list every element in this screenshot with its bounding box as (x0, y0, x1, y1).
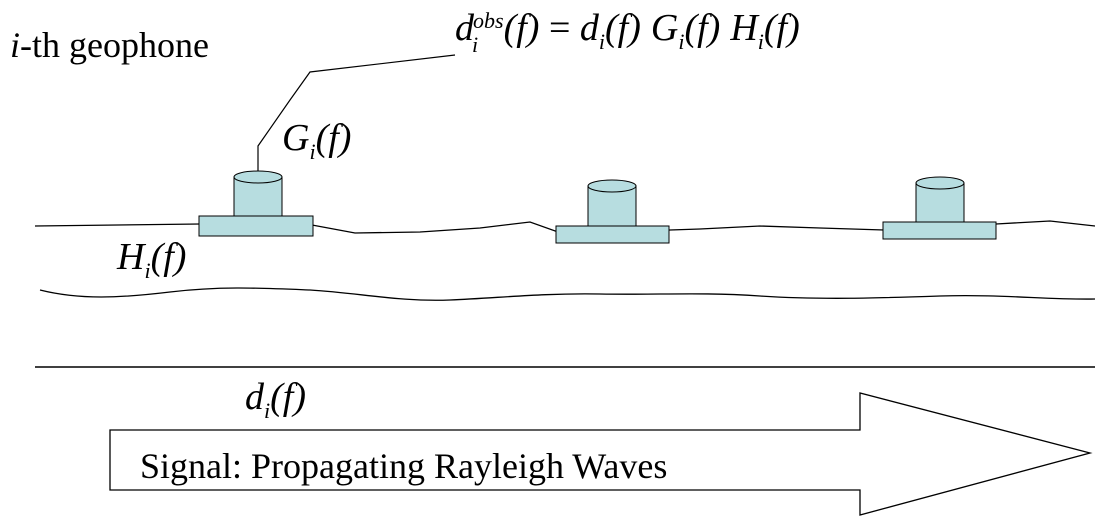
transducer-response-label: Gi(f) (282, 117, 351, 164)
h-label-sub: i (144, 258, 150, 283)
eq-lhs-base: d (455, 7, 475, 49)
eq-lhs-arg: (f) (504, 7, 540, 49)
eq-g-sub: i (678, 29, 684, 54)
g-label-sub: i (309, 139, 315, 164)
geophone-1 (198, 170, 314, 237)
observation-equation: dobs(f) = di(f)Gi(f)Hi(f) (455, 7, 800, 54)
geophone-cylinder-body (915, 183, 965, 223)
eq-h-arg: (f) (764, 7, 800, 49)
geophone-3 (882, 176, 997, 240)
subsurface-layer-line (39, 287, 1095, 301)
g-label-base: G (282, 117, 309, 159)
geophone-cylinder-body (233, 177, 283, 217)
eq-d-base: d (580, 7, 600, 49)
h-label-base: H (116, 236, 147, 278)
g-label-arg: (f) (316, 117, 352, 159)
geophone-base-plate (198, 215, 314, 237)
signal-arrow (109, 392, 1093, 516)
d-label-base: d (245, 376, 265, 418)
geophone-leader-line (257, 54, 456, 172)
geophone-cylinder-body (587, 186, 637, 227)
coupling-response-label: Hi(f) (116, 236, 186, 283)
d-label-arg: (f) (270, 376, 306, 418)
geophone-caption: i-th geophone (10, 25, 209, 65)
signal-spectrum-label: di(f) (245, 376, 306, 423)
eq-d-sub: i (599, 29, 605, 54)
eq-lhs-sub: i (472, 32, 478, 57)
h-label-arg: (f) (151, 236, 187, 278)
eq-h-base: H (729, 7, 760, 49)
geophone-caption-suffix: -th geophone (20, 25, 209, 65)
eq-d-arg: (f) (605, 7, 641, 49)
eq-g-arg: (f) (684, 7, 720, 49)
eq-g-base: G (651, 7, 678, 49)
signal-caption: Signal: Propagating Rayleigh Waves (140, 446, 667, 486)
eq-equals: = (539, 7, 579, 49)
eq-lhs-sup: obs (473, 8, 504, 33)
geophone-cylinder-top (915, 176, 965, 190)
geophone-caption-index: i (10, 25, 20, 65)
geophone-base-plate (882, 221, 997, 240)
geophone-cylinder-top (233, 170, 283, 184)
eq-h-sub: i (758, 29, 764, 54)
d-label-sub: i (264, 398, 270, 423)
geophone-cylinder-top (587, 179, 637, 193)
geophone-base-plate (555, 225, 670, 244)
geophone-2 (555, 179, 670, 244)
